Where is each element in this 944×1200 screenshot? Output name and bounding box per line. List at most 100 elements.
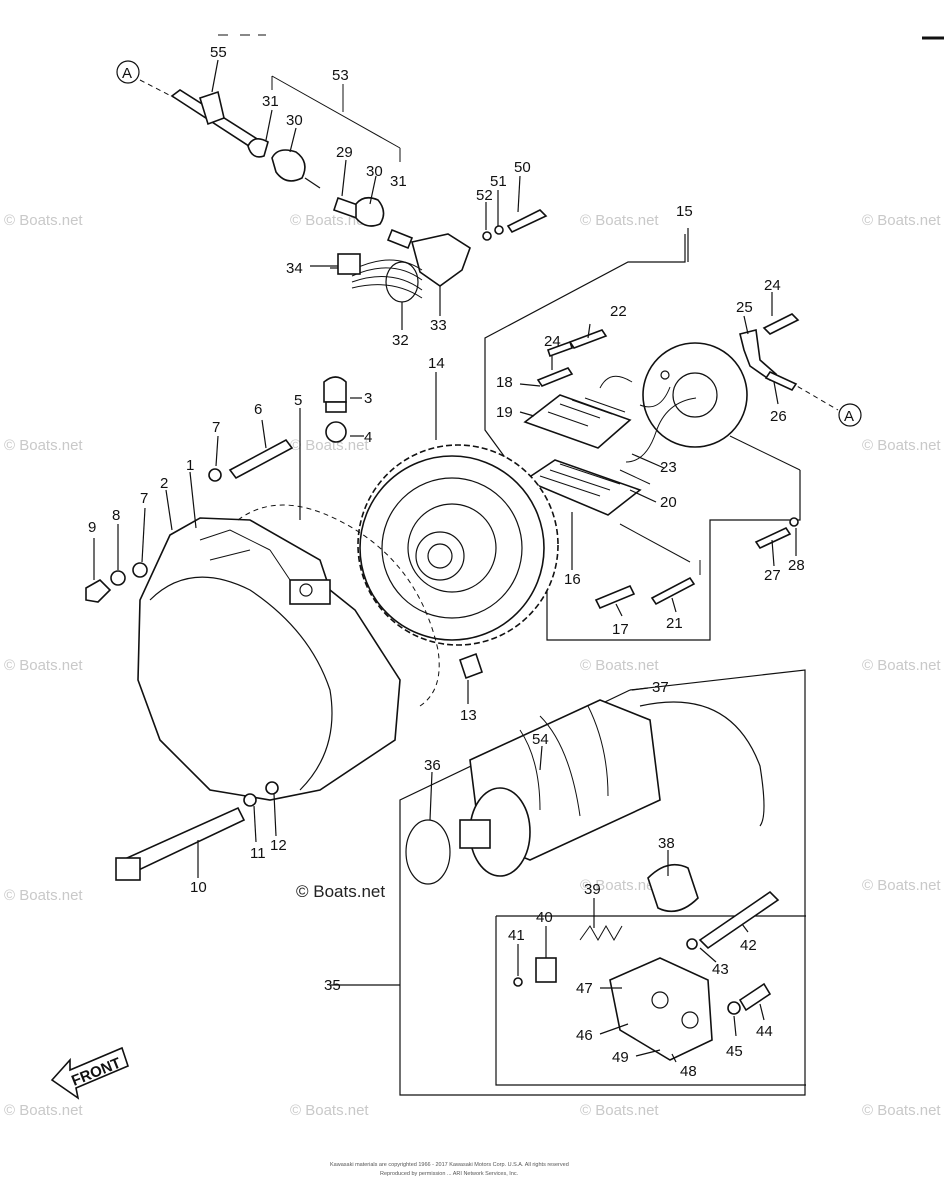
screw-44 [738, 982, 772, 1012]
gear-30 [271, 149, 306, 182]
callout-43: 43 [712, 961, 729, 978]
cover-body [137, 517, 401, 801]
callout-54: 54 [532, 731, 549, 748]
callout-1: 1 [186, 457, 194, 474]
clip-55 [199, 90, 225, 126]
bolt-6 [228, 438, 294, 480]
callout-4: 4 [364, 429, 372, 446]
callout-48: 48 [680, 1063, 697, 1080]
bushing-40 [535, 957, 557, 983]
callout-37: 37 [652, 679, 669, 696]
callout-24b: 24 [544, 333, 561, 350]
callout-38: 38 [658, 835, 675, 852]
svg-text:© Boats.net: © Boats.net [4, 212, 83, 229]
svg-text:© Boats.net: © Boats.net [580, 1102, 659, 1119]
callout-12: 12 [270, 837, 287, 854]
callout-6: 6 [254, 401, 262, 418]
stator-plate [642, 342, 748, 448]
callout-8: 8 [112, 507, 120, 524]
boss [289, 579, 331, 605]
screw-24b [546, 340, 574, 358]
tach-cable [351, 259, 423, 299]
callout-20: 20 [660, 494, 677, 511]
callout-17: 17 [612, 621, 629, 638]
callout-2: 2 [160, 475, 168, 492]
svg-text:© Boats.net: © Boats.net [862, 1102, 941, 1119]
callout-32: 32 [392, 332, 409, 349]
callout-19: 19 [496, 404, 513, 421]
callout-11: 11 [250, 845, 266, 862]
callout-47: 47 [576, 980, 593, 997]
svg-text:© Boats.net: © Boats.net [4, 657, 83, 674]
screw-18 [536, 367, 574, 387]
callout-28: 28 [788, 557, 805, 574]
callout-13: 13 [460, 707, 477, 724]
callout-30: 30 [286, 112, 303, 129]
callout-55: 55 [210, 44, 227, 61]
callout-44: 44 [756, 1023, 773, 1040]
washer-8 [110, 570, 126, 586]
coil-16 [523, 459, 642, 516]
callout-27: 27 [764, 567, 781, 584]
watermark-layer: © Boats.net © Boats.net © Boats.net © Bo… [4, 212, 941, 1119]
callout-51: 51 [490, 173, 507, 190]
gear-30b [355, 196, 385, 227]
plug-3 [323, 376, 347, 403]
washer-51 [494, 225, 504, 235]
callout-49: 49 [612, 1049, 629, 1066]
spring-39 [579, 924, 623, 942]
screw-27 [754, 526, 792, 550]
svg-text:Kawasaki materials are copyrig: Kawasaki materials are copyrighted 1966 … [330, 1162, 569, 1168]
callout-5: 5 [294, 392, 302, 409]
callout-26: 26 [770, 408, 787, 425]
svg-text:© Boats.net: © Boats.net [862, 212, 941, 229]
callout-36: 36 [424, 757, 441, 774]
bolt-42 [698, 890, 780, 950]
clamp-26 [764, 370, 798, 392]
washer-7 [208, 468, 222, 482]
starter-box-outline [399, 669, 806, 1096]
callout-50: 50 [514, 159, 531, 176]
front-arrow-icon: FRONT [50, 1046, 129, 1100]
flywheel-rotor [357, 444, 559, 646]
svg-text:© Boats.net: © Boats.net [862, 437, 941, 454]
callout-29: 29 [336, 144, 353, 161]
oring-4 [325, 421, 347, 443]
oring-37 [639, 701, 765, 827]
callout-14: 14 [428, 355, 445, 372]
svg-text:© Boats.net: © Boats.net [862, 657, 941, 674]
svg-text:© Boats.net: © Boats.net [580, 657, 659, 674]
svg-text:© Boats.net: © Boats.net [862, 877, 941, 894]
housing-33 [411, 233, 471, 287]
washer-45 [727, 1001, 741, 1015]
coil-19 [523, 394, 632, 449]
screw-22 [568, 329, 608, 349]
ref-marker-a-top [116, 60, 140, 84]
washer-12 [265, 781, 279, 795]
callout-22: 22 [610, 303, 627, 320]
dowel-13 [458, 652, 484, 680]
oring-36 [405, 819, 451, 885]
callout-39: 39 [584, 881, 601, 898]
callout-24: 24 [764, 277, 781, 294]
callout-33: 33 [430, 317, 447, 334]
stator-wires [599, 375, 671, 408]
washer-28 [789, 517, 799, 527]
callout-21: 21 [666, 615, 683, 632]
callout-18: 18 [496, 374, 513, 391]
callout-23: 23 [660, 459, 677, 476]
svg-text:Reproduced by permission ... A: Reproduced by permission ... ARI Network… [380, 1171, 519, 1177]
callout-7: 7 [212, 419, 220, 436]
callout-31b: 31 [390, 173, 407, 190]
washer-52 [482, 231, 492, 241]
callout-numbers: 55 53 31 30 29 30 31 50 51 52 34 32 33 1… [88, 44, 805, 1080]
callout-52: 52 [476, 187, 493, 204]
screw-17 [594, 584, 636, 610]
svg-text:© Boats.net: © Boats.net [580, 212, 659, 229]
callout-31: 31 [262, 93, 279, 110]
bolt-50 [506, 209, 548, 234]
screw-24 [762, 313, 800, 335]
svg-text:© Boats.net: © Boats.net [4, 1102, 83, 1119]
svg-text:A: A [844, 408, 854, 425]
